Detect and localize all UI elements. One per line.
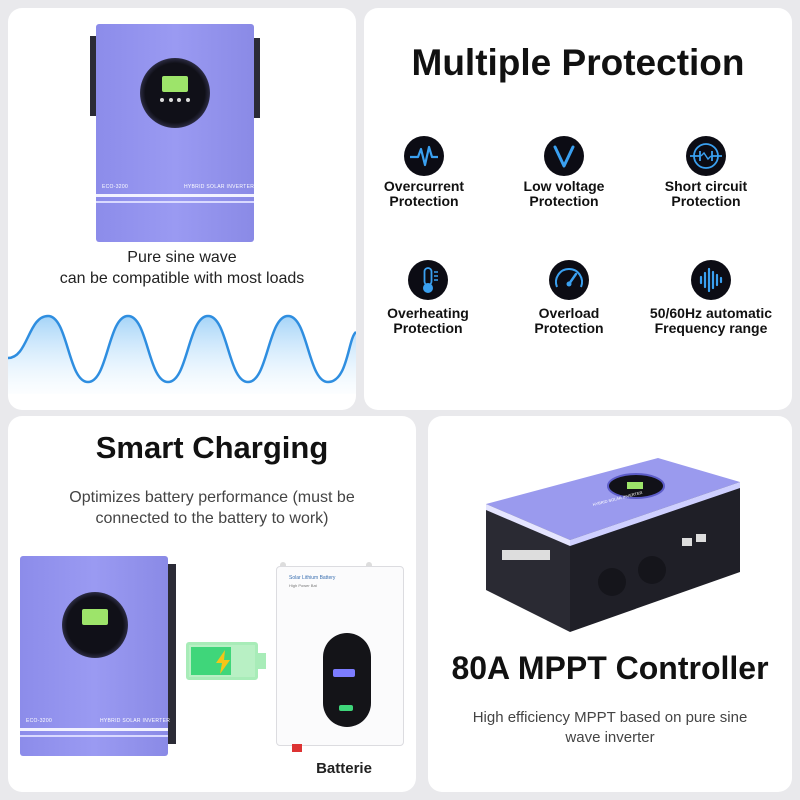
- overload-line1: Overload: [538, 305, 600, 321]
- pulse-icon: [404, 136, 444, 176]
- gauge-icon: [549, 260, 589, 300]
- inverter-product-image: ECO-3200 HYBRID SOLAR INVERTER: [20, 556, 176, 756]
- mppt-desc: High efficiency MPPT based on pure sine …: [428, 708, 792, 747]
- device-model-label: ECO-3200: [102, 184, 129, 190]
- mppt-desc-line-1: High efficiency MPPT based on pure sine: [472, 709, 748, 726]
- frequency-label: 50/60Hz automatic Frequency range: [636, 306, 786, 335]
- short-circuit-line2: Protection: [671, 192, 741, 209]
- low-voltage-line2: Protection: [529, 192, 599, 209]
- overload-label: Overload Protection: [504, 306, 634, 335]
- battery-label-2: High Power Bat: [289, 583, 317, 588]
- caption-line-1: Pure sine wave: [127, 249, 237, 266]
- overheating-line2: Protection: [393, 319, 463, 336]
- overheating-line1: Overheating: [387, 305, 469, 321]
- caption-line-2: can be compatible with most loads: [59, 269, 305, 287]
- mppt-desc-line-2: wave inverter: [565, 728, 655, 746]
- low-voltage-label: Low voltage Protection: [499, 179, 629, 208]
- overheating-label: Overheating Protection: [364, 306, 493, 335]
- circuit-icon: [686, 136, 726, 176]
- overcurrent-label: Overcurrent Protection: [364, 179, 489, 208]
- sound-wave-icon: [691, 260, 731, 300]
- frequency-line2: Frequency range: [654, 319, 768, 336]
- sine-wave-caption: Pure sine wave can be compatible with mo…: [8, 248, 356, 290]
- device-brand-label: HYBRID SOLAR INVERTER: [184, 184, 255, 190]
- smart-charging-panel: Smart Charging Optimizes battery perform…: [8, 416, 416, 792]
- low-voltage-line1: Low voltage: [523, 178, 605, 194]
- multiple-protection-panel: Multiple Protection Overcurrent Protecti…: [364, 8, 792, 410]
- desc-line-1: Optimizes battery performance (must be: [69, 489, 355, 506]
- battery-label-1: Solar Lithium Battery: [289, 575, 336, 581]
- short-circuit-line1: Short circuit: [664, 178, 748, 194]
- device-model-label: ECO-3200: [26, 718, 53, 724]
- smart-charging-desc: Optimizes battery performance (must be c…: [8, 488, 416, 530]
- desc-line-2: connected to the battery to work): [95, 509, 329, 527]
- short-circuit-label: Short circuit Protection: [641, 179, 771, 208]
- frequency-line1: 50/60Hz automatic: [649, 305, 773, 321]
- battery-charging-icon: [186, 642, 268, 680]
- battery-caption: Batterie: [316, 760, 372, 777]
- protection-title: Multiple Protection: [411, 42, 745, 83]
- overcurrent-line1: Overcurrent: [383, 178, 465, 194]
- mppt-controller-panel: HYBRID SOLAR INVERTER 80A MPPT Controlle…: [428, 416, 792, 792]
- thermometer-icon: [408, 260, 448, 300]
- overload-line2: Protection: [534, 319, 604, 336]
- pure-sine-wave-panel: ECO-3200 HYBRID SOLAR INVERTER Pure sine…: [8, 8, 356, 410]
- inverter-angled-image: [486, 458, 740, 632]
- overcurrent-line2: Protection: [389, 192, 459, 209]
- inverter-product-image: ECO-3200 HYBRID SOLAR INVERTER: [90, 24, 260, 244]
- sine-wave-graphic: [8, 314, 356, 394]
- mppt-title: 80A MPPT Controller: [451, 650, 769, 686]
- device-brand-label: HYBRID SOLAR INVERTER: [100, 718, 171, 724]
- v-chevron-icon: [544, 136, 584, 176]
- lithium-battery-image: Solar Lithium Battery High Power Bat: [276, 562, 406, 752]
- smart-charging-title: Smart Charging: [95, 430, 329, 465]
